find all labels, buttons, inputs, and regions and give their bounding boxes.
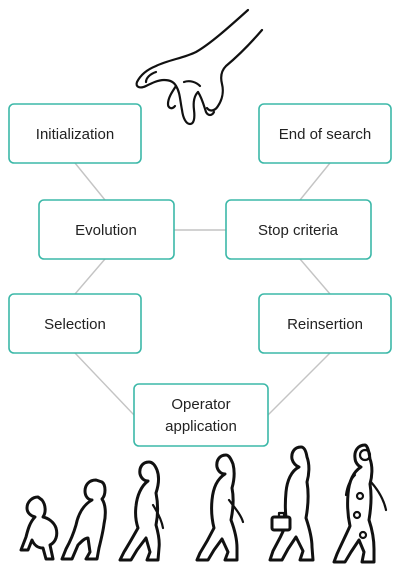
evolution-figure-early-hominid <box>60 478 107 561</box>
node-selection-label: Selection <box>44 316 106 333</box>
node-evolution: Evolution <box>38 199 175 260</box>
pointing-hand-icon <box>135 8 264 126</box>
connector-stop-reinsertion <box>299 258 331 295</box>
node-initialization-label: Initialization <box>36 126 114 143</box>
connector-initialization-evolution <box>74 162 106 201</box>
node-operator-application-label-line1: Operator <box>171 396 230 413</box>
evolution-figure-future-human <box>332 443 388 564</box>
node-reinsertion-label: Reinsertion <box>287 316 363 333</box>
node-evolution-label: Evolution <box>75 222 137 239</box>
node-end-of-search: End of search <box>258 103 392 164</box>
node-operator-application: Operator application <box>133 383 269 447</box>
node-selection: Selection <box>8 293 142 354</box>
evolution-figure-ape <box>19 495 59 561</box>
node-end-of-search-label: End of search <box>279 126 372 143</box>
connectors <box>74 162 331 416</box>
node-reinsertion: Reinsertion <box>258 293 392 354</box>
connector-selection-operator <box>74 352 135 416</box>
node-stop-criteria: Stop criteria <box>225 199 372 260</box>
node-operator-application-label-line2: application <box>165 418 237 435</box>
node-initialization: Initialization <box>8 103 142 164</box>
evolution-figure-modern-man <box>268 445 315 562</box>
node-stop-criteria-label: Stop criteria <box>258 222 339 239</box>
human-evolution-icon <box>19 443 388 564</box>
connector-stop-endsearch <box>299 162 331 201</box>
evolution-figure-homo-erectus <box>195 453 245 562</box>
evolution-figure-homo-habilis <box>118 460 165 562</box>
connector-evolution-selection <box>74 258 106 295</box>
connector-reinsertion-operator <box>267 352 331 416</box>
